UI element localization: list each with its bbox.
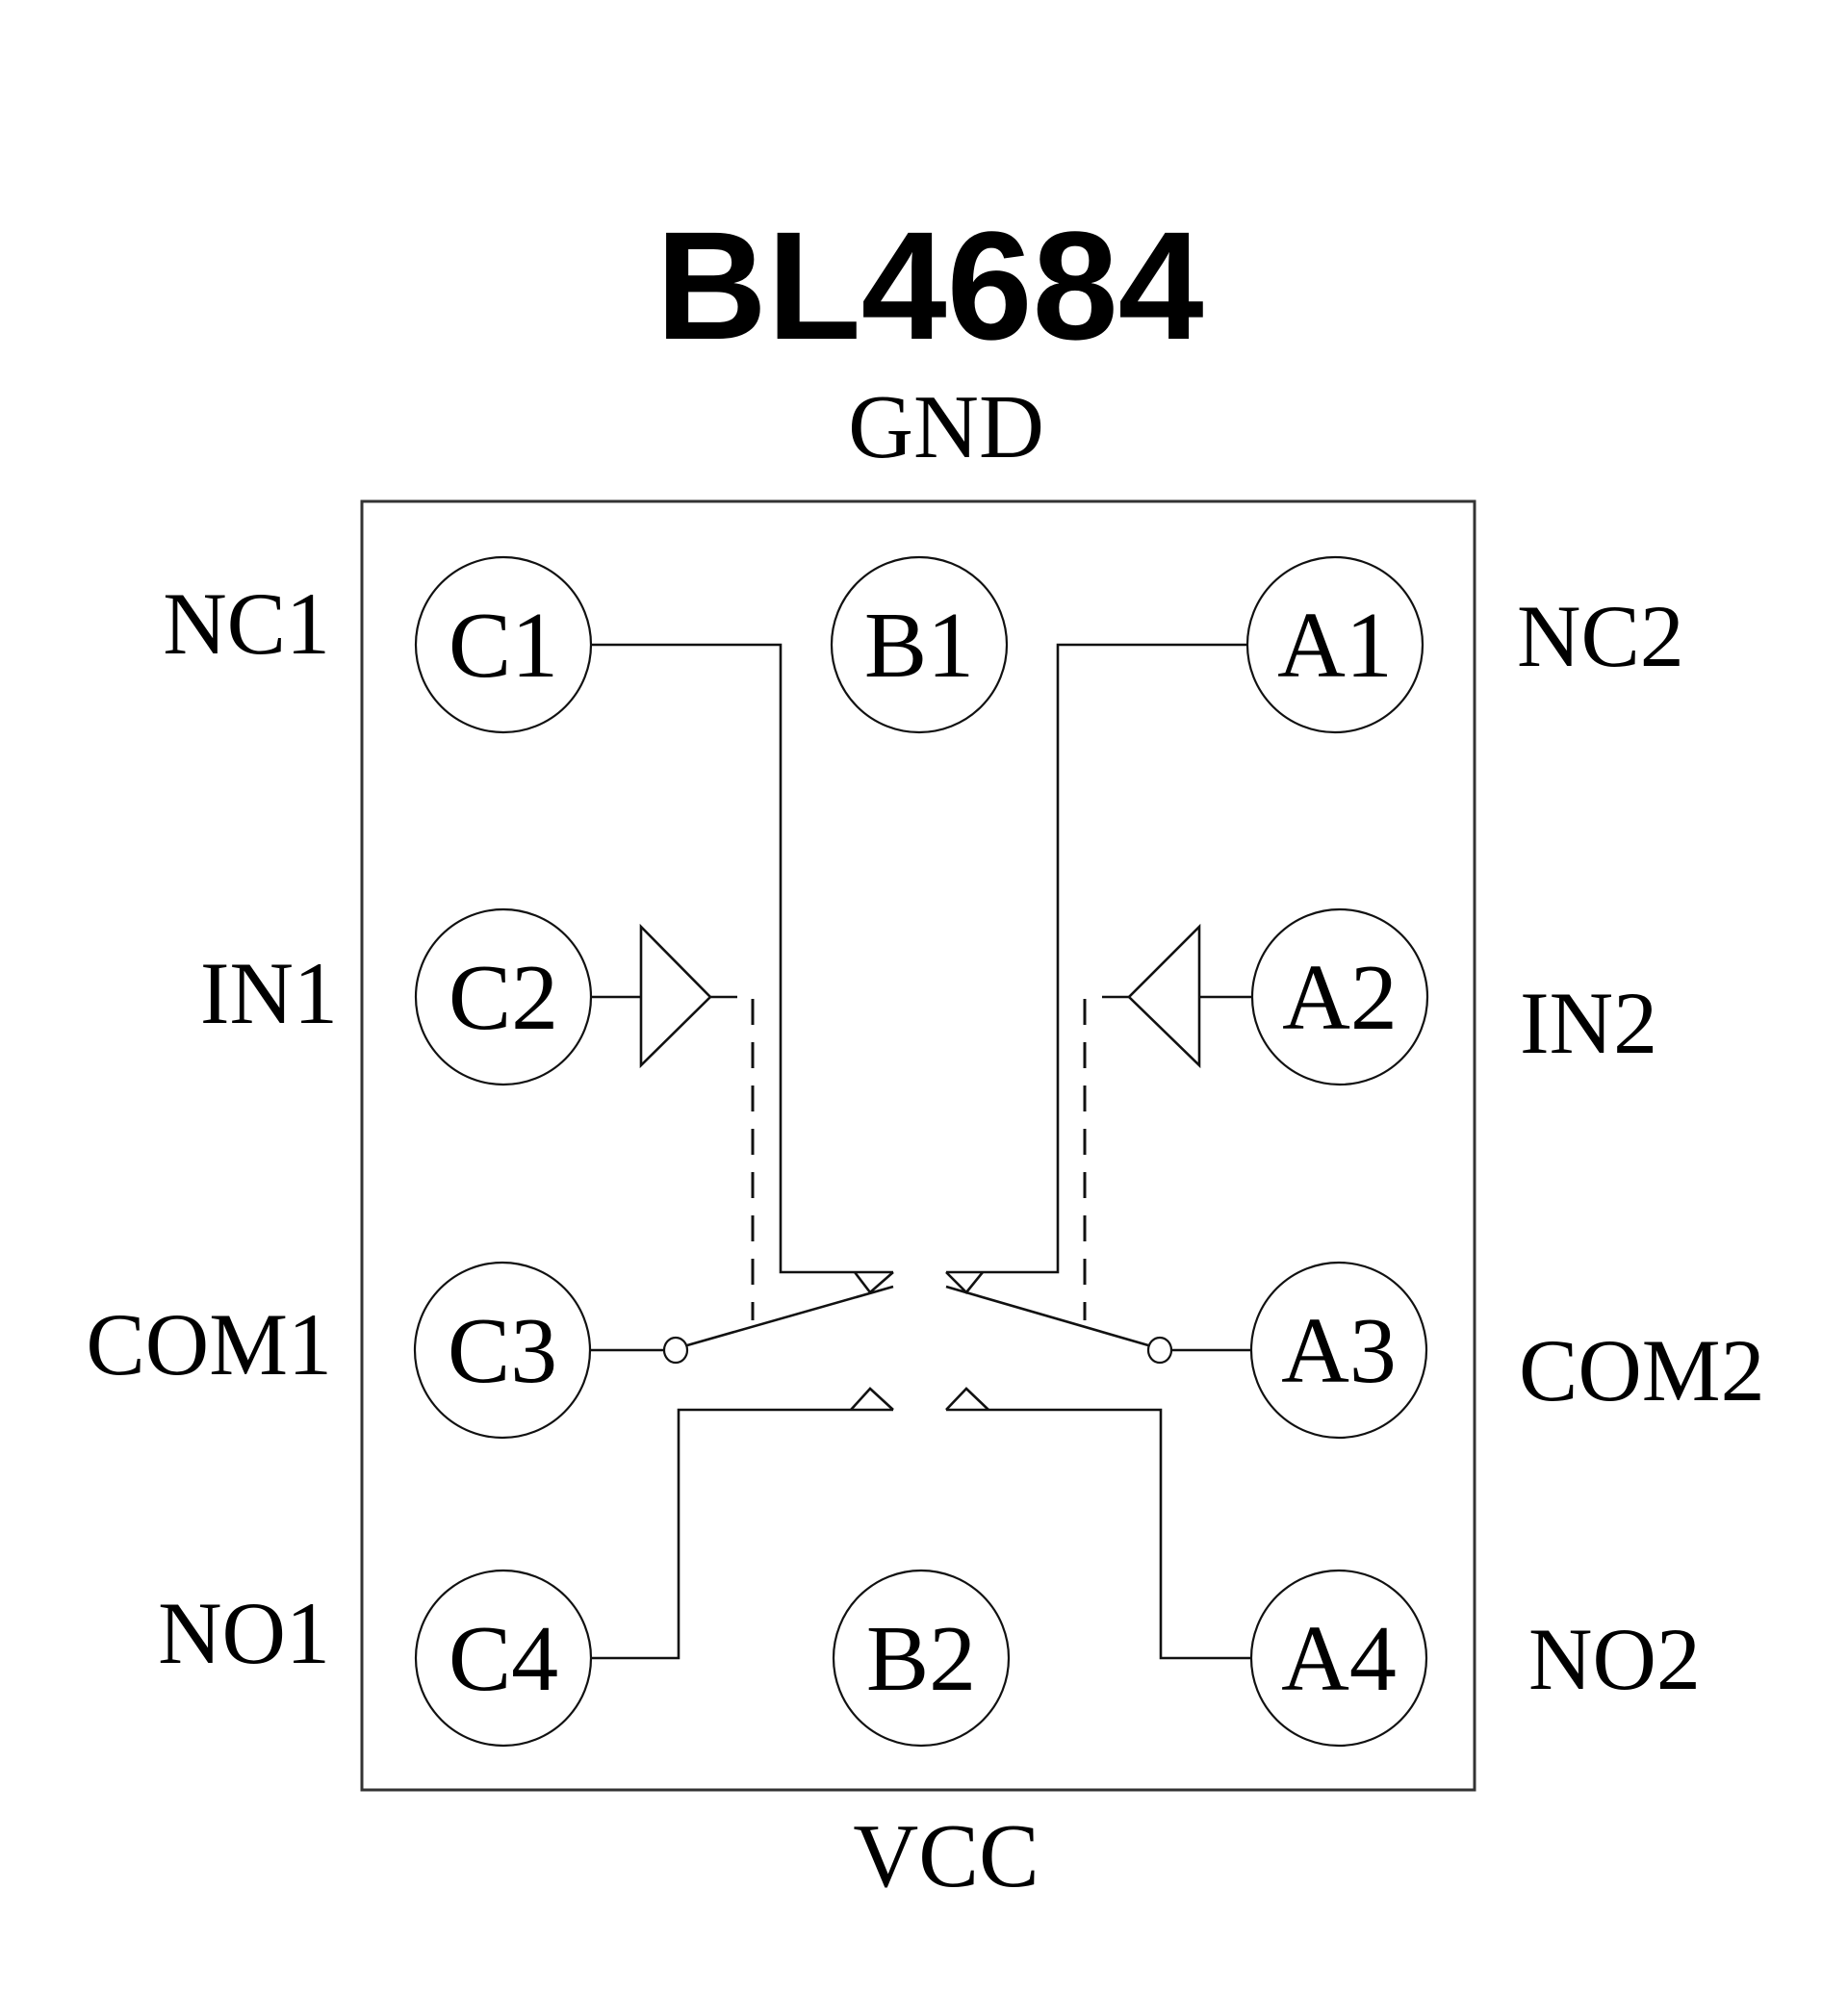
pin-c3: C3 bbox=[413, 1261, 592, 1440]
switch2-arm bbox=[945, 1285, 1149, 1347]
pin-c2: C2 bbox=[414, 907, 593, 1086]
signal-nc1: NC1 bbox=[163, 575, 330, 673]
switch-1 bbox=[591, 643, 894, 1660]
com1-pivot-icon bbox=[662, 1336, 689, 1365]
pin-label: B1 bbox=[864, 594, 974, 698]
com2-pivot-icon bbox=[1146, 1336, 1173, 1365]
no1-contact-icon bbox=[850, 1387, 894, 1411]
pin-label: A3 bbox=[1281, 1299, 1397, 1403]
pin-a2: A2 bbox=[1250, 907, 1429, 1086]
signal-com2: COM2 bbox=[1519, 1321, 1765, 1419]
pin-c1: C1 bbox=[414, 555, 593, 734]
pin-label: A2 bbox=[1282, 946, 1398, 1050]
pin-a1: A1 bbox=[1245, 555, 1424, 734]
pin-a4: A4 bbox=[1249, 1569, 1428, 1748]
pin-a3: A3 bbox=[1249, 1261, 1428, 1440]
switch-2 bbox=[945, 643, 1253, 1660]
pin-label: C1 bbox=[449, 594, 558, 698]
no1-wire bbox=[591, 1408, 893, 1660]
pin-label: C4 bbox=[449, 1607, 558, 1711]
signal-in2: IN2 bbox=[1520, 974, 1657, 1072]
pin-label: B2 bbox=[866, 1607, 976, 1711]
signal-no2: NO2 bbox=[1528, 1610, 1701, 1708]
no2-wire bbox=[946, 1408, 1251, 1660]
gnd-label: GND bbox=[848, 377, 1044, 477]
pin-c4: C4 bbox=[414, 1569, 593, 1748]
pin-label: A4 bbox=[1281, 1607, 1397, 1711]
signal-com1: COM1 bbox=[86, 1295, 332, 1393]
pin-b2: B2 bbox=[832, 1569, 1011, 1748]
in2-buffer-icon bbox=[1127, 923, 1201, 1069]
signal-no1: NO1 bbox=[158, 1584, 330, 1682]
pin-label: C3 bbox=[448, 1299, 557, 1403]
nc1-wire bbox=[591, 643, 893, 1274]
signal-nc2: NC2 bbox=[1517, 587, 1684, 685]
chip-title: BL4684 bbox=[655, 199, 1203, 371]
signal-in1: IN1 bbox=[200, 944, 338, 1042]
no2-contact-icon bbox=[945, 1387, 989, 1411]
switch1-arm bbox=[686, 1285, 894, 1347]
pin-label: A1 bbox=[1277, 594, 1393, 698]
in1-buffer-icon bbox=[639, 923, 712, 1069]
pin-b1: B1 bbox=[830, 555, 1009, 734]
package-outline bbox=[360, 499, 1476, 1792]
vcc-label: VCC bbox=[853, 1806, 1039, 1906]
nc2-wire bbox=[946, 643, 1247, 1274]
pin-label: C2 bbox=[449, 946, 558, 1050]
